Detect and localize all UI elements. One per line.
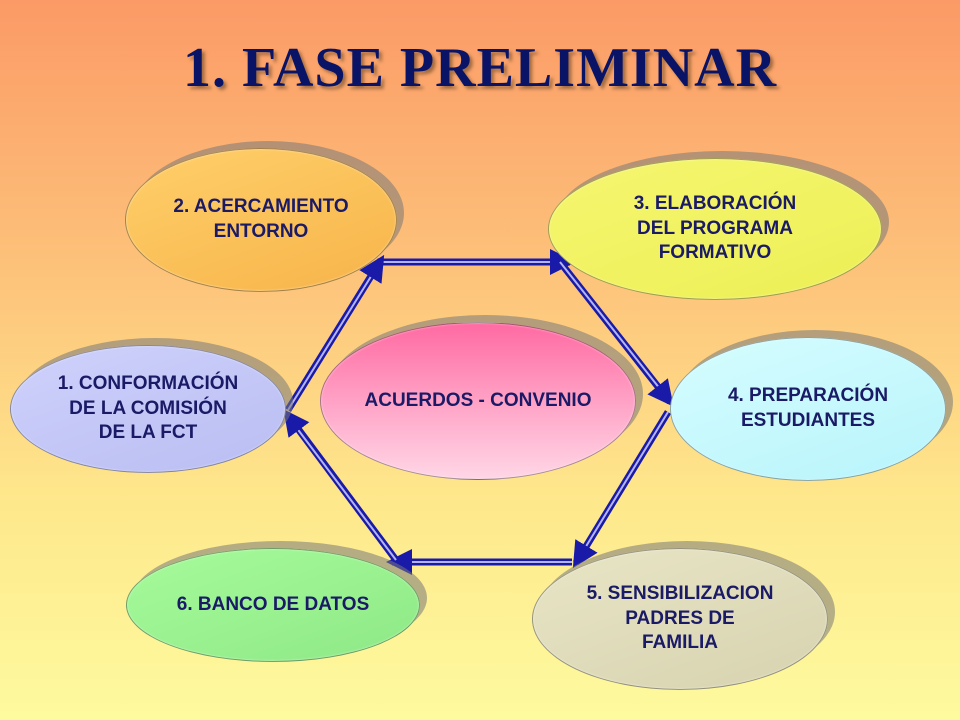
node-label: 4. PREPARACIÓN ESTUDIANTES — [727, 385, 889, 431]
node-label: 2. ACERCAMIENTO ENTORNO — [173, 196, 349, 242]
node-label: 6. BANCO DE DATOS — [176, 593, 370, 615]
slide-title: 1. FASE PRELIMINAR — [182, 37, 778, 99]
arrow-1-to-2 — [285, 254, 385, 412]
node-preparacion-estudiantes: 4. PREPARACIÓN ESTUDIANTES — [670, 337, 946, 481]
node-elaboracion-programa: 3. ELABORACIÓN DEL PROGRAMA FORMATIVO — [548, 158, 882, 300]
node-banco-datos: 6. BANCO DE DATOS — [126, 548, 420, 662]
node-label: 3. ELABORACIÓN DEL PROGRAMA FORMATIVO — [633, 192, 797, 264]
arrow-4-to-5 — [572, 410, 671, 569]
node-acercamiento-entorno: 2. ACERCAMIENTO ENTORNO — [125, 148, 397, 292]
arrow-3-to-4 — [557, 259, 674, 407]
node-label: 5. SENSIBILIZACION PADRES DE FAMILIA — [586, 582, 774, 654]
arrow-6-to-1 — [283, 409, 399, 563]
node-conformacion-comision: 1. CONFORMACIÓN DE LA COMISIÓN DE LA FCT — [10, 345, 286, 473]
node-sensibilizacion-padres: 5. SENSIBILIZACION PADRES DE FAMILIA — [532, 548, 828, 690]
node-acuerdos-convenio: ACUERDOS - CONVENIO — [320, 322, 636, 480]
node-label: 1. CONFORMACIÓN DE LA COMISIÓN DE LA FCT — [57, 372, 239, 444]
node-label: ACUERDOS - CONVENIO — [364, 389, 592, 411]
